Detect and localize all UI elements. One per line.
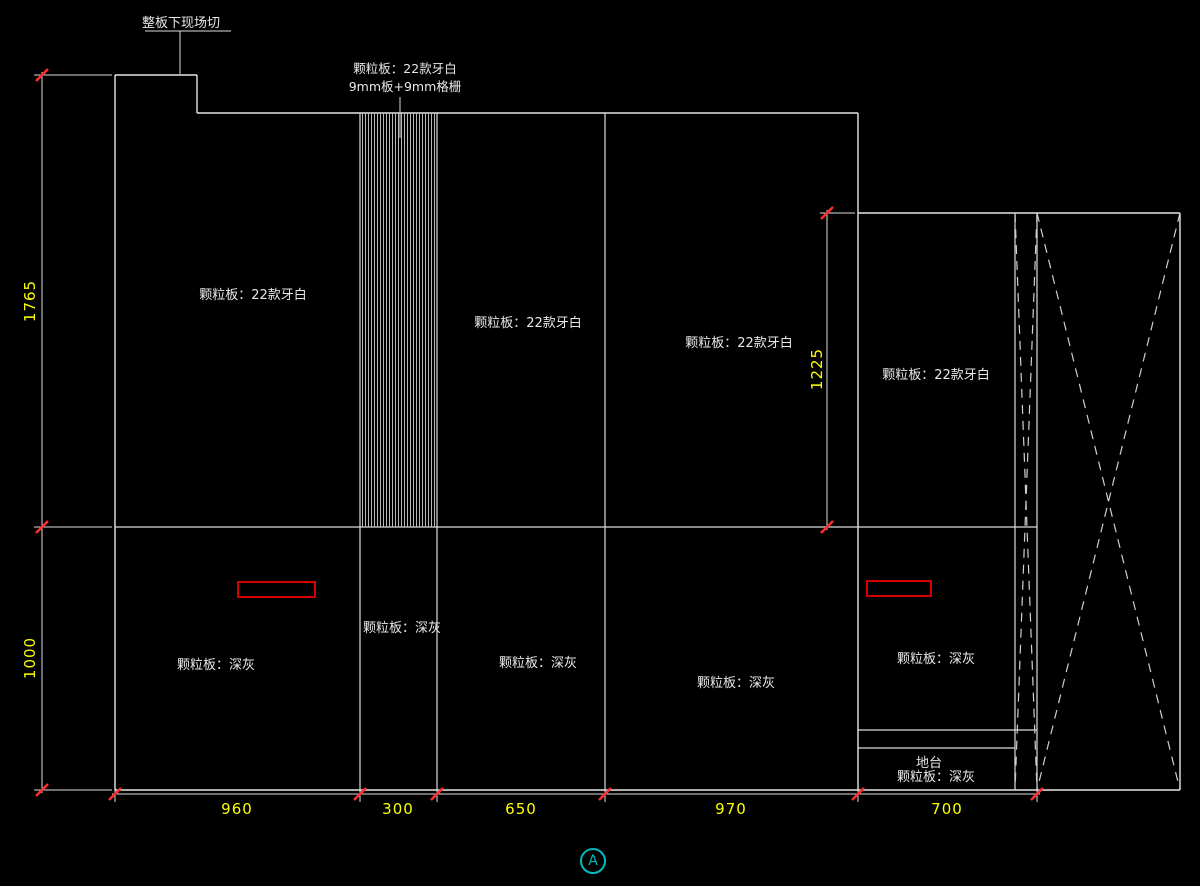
panel-label-upper-1: 颗粒板：22款牙白 (199, 288, 307, 303)
platform-name: 地台 (915, 756, 942, 771)
dim-right-inner: 1225 (808, 347, 826, 391)
grille-hatch-panel (362, 113, 437, 527)
drawer-handle (237, 581, 316, 598)
cut-note: 整板下现场切 (142, 16, 221, 31)
panel-label-lower-2: 颗粒板：深灰 (362, 621, 441, 636)
cabinet-outline (114, 74, 1181, 791)
dashed-door-diagonals (1014, 212, 1181, 791)
platform-label: 颗粒板：深灰 (896, 770, 975, 785)
dim-bottom-3: 650 (505, 800, 537, 818)
dim-bottom-4: 970 (715, 800, 747, 818)
panel-label-upper-3: 颗粒板：22款牙白 (685, 336, 793, 351)
dim-bottom-2: 300 (382, 800, 414, 818)
panel-label-lower-3: 颗粒板：深灰 (498, 656, 577, 671)
panel-dividers (115, 113, 1038, 790)
dim-left-lower: 1000 (21, 636, 39, 680)
dim-bottom-5: 700 (931, 800, 963, 818)
panel-label-lower-1: 颗粒板：深灰 (176, 658, 255, 673)
grille-note: 颗粒板：22款牙白 9mm板+9mm格栅 (330, 60, 480, 96)
section-marker: A (580, 848, 606, 874)
panel-label-upper-4: 颗粒板：22款牙白 (882, 368, 990, 383)
panel-label-upper-2: 颗粒板：22款牙白 (474, 316, 582, 331)
grille-note-line1: 颗粒板：22款牙白 (353, 61, 457, 76)
dimension-tick-marks (35, 68, 1044, 801)
panel-label-lower-5: 颗粒板：深灰 (896, 652, 975, 667)
dim-bottom-1: 960 (221, 800, 253, 818)
drawer-handle (866, 580, 932, 597)
grille-note-line2: 9mm板+9mm格栅 (348, 79, 462, 94)
panel-label-lower-4: 颗粒板：深灰 (696, 676, 775, 691)
dim-left-upper: 1765 (21, 279, 39, 323)
dimension-lines (34, 72, 1040, 802)
